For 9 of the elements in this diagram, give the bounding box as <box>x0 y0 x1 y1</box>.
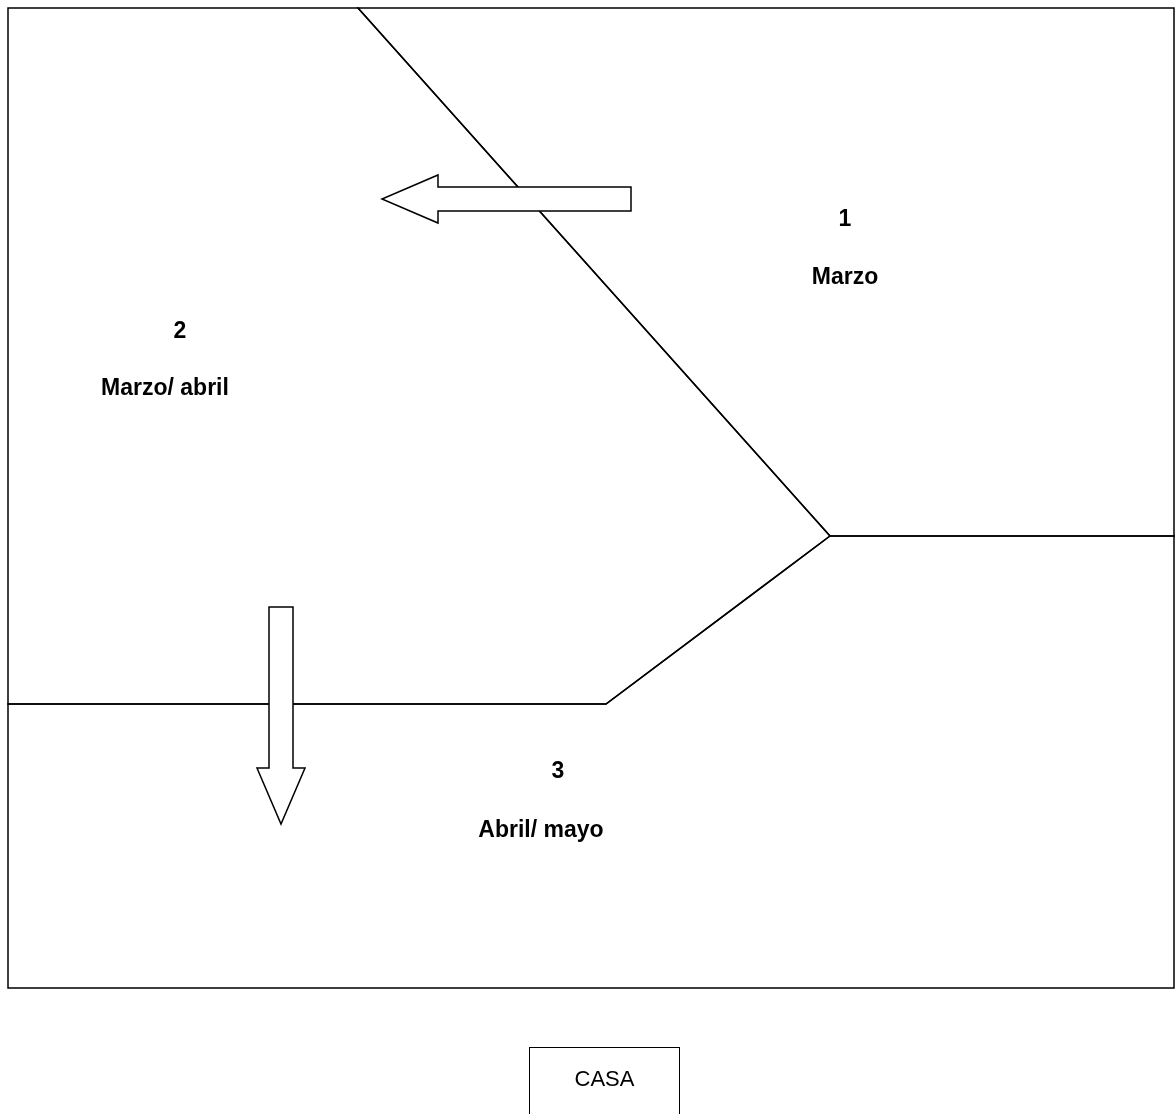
month-label: Marzo <box>811 263 879 289</box>
house-label-box: CASA <box>529 1047 680 1114</box>
zone-number: 2 <box>173 317 187 343</box>
arrow <box>255 606 307 826</box>
month-label: Marzo/ abril <box>101 374 229 400</box>
arrow <box>380 173 632 225</box>
month-label: Abril/ mayo <box>478 816 604 842</box>
zone-number: 1 <box>838 205 852 231</box>
zone-number: 3 <box>551 757 565 783</box>
